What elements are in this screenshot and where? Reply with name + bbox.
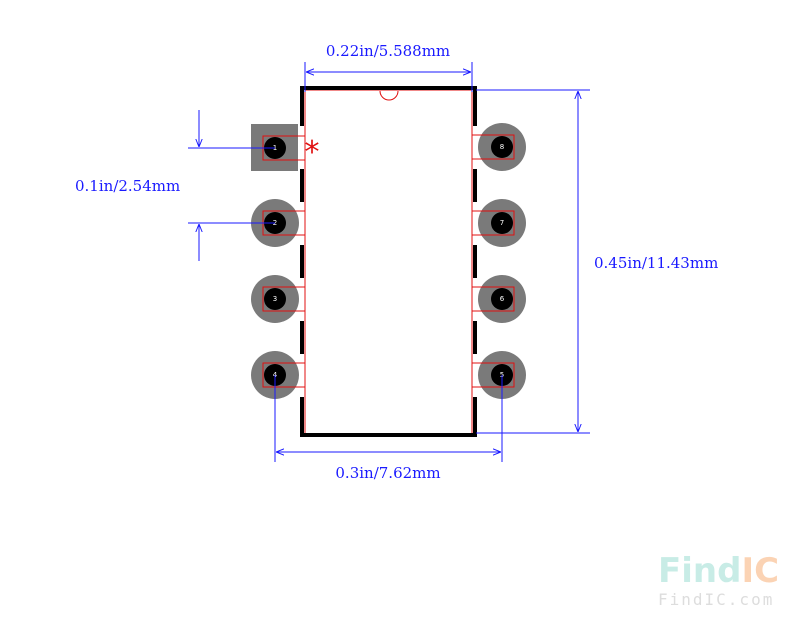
pad-copper-outline [262, 286, 306, 312]
pin1-marker-asterisk: * [305, 135, 320, 170]
pad-copper-outline [471, 286, 515, 312]
watermark-url: FindIC.com [658, 590, 774, 609]
drill-hole [491, 212, 513, 234]
dimension-body-length [476, 89, 590, 434]
watermark-brand: FindIC [658, 551, 779, 591]
pad-copper-outline [471, 134, 515, 160]
pad-pin-3: 3 [251, 275, 306, 323]
watermark-logo: FindIC FindIC.com [658, 551, 779, 609]
pin-label: 8 [500, 143, 504, 151]
left-pads: 1 2 3 4 [251, 124, 306, 399]
dimension-label-row-spacing: 0.3in/7.62mm [335, 464, 440, 482]
watermark-ic: IC [741, 551, 779, 591]
drill-hole [491, 136, 513, 158]
pad-copper-outline [471, 210, 515, 236]
drill-hole [491, 288, 513, 310]
pin-label: 6 [500, 295, 505, 303]
pin-label: 7 [500, 219, 504, 227]
drill-hole [264, 288, 286, 310]
dimension-body-width [304, 62, 473, 92]
dimension-label-body-width: 0.22in/5.588mm [326, 42, 450, 60]
pad-copper-outline [471, 362, 515, 388]
body-interior [304, 89, 473, 435]
pin-label: 3 [273, 295, 277, 303]
pad-pin-5: 5 [471, 351, 526, 399]
dimension-row-spacing [274, 375, 503, 462]
dimension-label-pin-pitch: 0.1in/2.54mm [75, 177, 180, 195]
pad-pin-8: 8 [471, 123, 526, 171]
right-pads: 8 7 6 5 [471, 123, 526, 399]
dimension-label-body-length: 0.45in/11.43mm [594, 254, 718, 272]
watermark-find: Find [658, 551, 741, 591]
pad-copper-outline [262, 362, 306, 388]
pad-pin-6: 6 [471, 275, 526, 323]
pin1-notch [379, 90, 399, 101]
pad-pin-7: 7 [471, 199, 526, 247]
pad-pin-4: 4 [251, 351, 306, 399]
dimension-pin-pitch [188, 110, 275, 261]
package-body [300, 86, 477, 437]
